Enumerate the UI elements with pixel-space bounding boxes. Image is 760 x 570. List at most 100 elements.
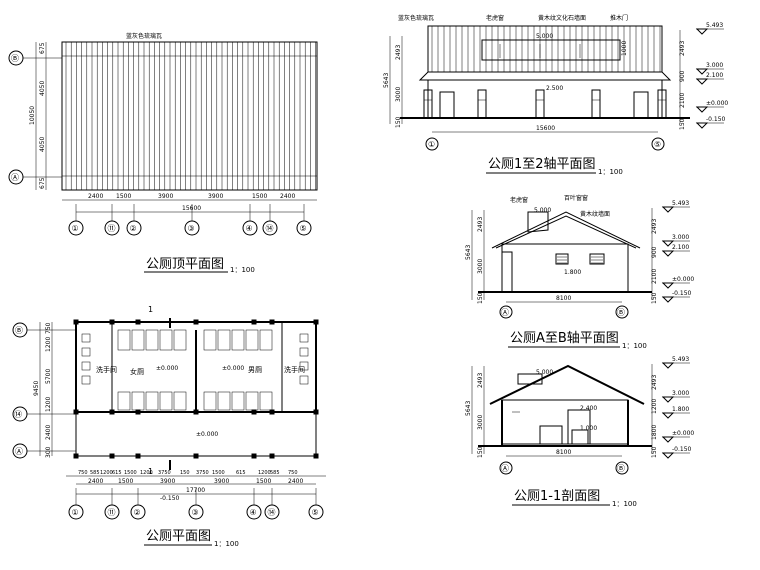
elev15-label-dormer: 老虎窗 <box>486 14 504 22</box>
elevab-dim-l1: 2493 <box>477 217 484 232</box>
roof-dim-left-1: 675 <box>39 42 46 54</box>
fp-dim-b1: 2400 <box>88 478 103 485</box>
sec-level-triangle <box>661 412 675 419</box>
floor-plan: 1 1 洗手间 女厕 男厕 洗手间 ±0.000 ±0.000 ±0.000 -… <box>12 305 326 548</box>
fp-column <box>109 409 115 415</box>
fp-scale: 1：100 <box>214 540 239 548</box>
elev15-column <box>591 89 601 119</box>
fp-stall-bottom <box>173 391 187 411</box>
fp-stall-top <box>245 329 259 351</box>
fp-column <box>193 409 199 415</box>
elev15-axis-1-label: ① <box>428 140 435 149</box>
elevab-level-text: 3.000 <box>672 234 689 241</box>
elev15-level-2500: 2.500 <box>546 85 563 92</box>
fp-sink-left <box>81 375 91 385</box>
elev15-level-text: ±0.000 <box>706 100 728 107</box>
fp-sink-right <box>299 375 309 385</box>
fp-dim-total: 17700 <box>186 487 205 494</box>
elev15-column <box>477 89 487 119</box>
sec-level-triangle <box>661 452 675 459</box>
sec-title: 公厕1-1剖面图 <box>514 489 600 504</box>
elev15-level-triangle <box>695 78 709 85</box>
fp-column <box>135 453 141 459</box>
elev15-dim-l1: 2493 <box>395 45 402 60</box>
fp-dim-l4: 1200 <box>45 397 52 412</box>
sec-dim-r3: 1800 <box>651 425 658 440</box>
fp-axis-label: ⑭ <box>268 508 276 517</box>
fp-dim-l1: 750 <box>45 322 52 334</box>
elevab-level-text: 5.493 <box>672 200 689 207</box>
sec-dim-l3: 5643 <box>465 401 472 416</box>
fp-stall-top <box>131 329 145 351</box>
roof-plan: 蓝灰色琉璃瓦 Ⓑ Ⓐ 675 4050 4050 675 10050 2400 … <box>8 32 318 274</box>
fp-stall-top <box>159 329 173 351</box>
elevab-axis-a <box>499 305 513 319</box>
fp-stall-top <box>117 329 131 351</box>
fp-column <box>313 409 319 415</box>
elevab-level-text: 2.100 <box>672 244 689 251</box>
sec-dormer <box>517 373 543 385</box>
elevab-label-wall: 黄木纹墙面 <box>580 210 610 218</box>
fp-stall-bottom <box>203 391 217 411</box>
elev15-axis-5-label: ⑤ <box>654 140 661 149</box>
fp-axis-label: ④ <box>250 508 257 517</box>
fp-column <box>193 319 199 325</box>
fp-column <box>251 409 257 415</box>
elevab-roof-line <box>491 211 641 249</box>
fp-sink-right <box>299 361 309 371</box>
fp-axis-a-label: Ⓐ <box>15 447 23 456</box>
roof-dim-left-4: 675 <box>39 177 46 189</box>
elev15-door-right <box>633 91 649 119</box>
fp-column <box>313 453 319 459</box>
fp-axis-bubble <box>188 504 204 520</box>
fp-column <box>313 319 319 325</box>
fp-axis-b-label: Ⓑ <box>15 326 23 335</box>
fp-stall-bottom <box>117 391 131 411</box>
fp-sink-left <box>81 361 91 371</box>
fp-column <box>73 453 79 459</box>
elevab-title: 公厕A至B轴平面图 <box>510 331 619 346</box>
section-1-1: 5.000 2.400 1.000 2493 3000 5643 150 249… <box>465 356 694 508</box>
elevab-dim-r3: 2100 <box>651 269 658 284</box>
elev15-level-text: 5.493 <box>706 22 723 29</box>
elevab-dim-l2: 3000 <box>477 259 484 274</box>
elevab-level-5000: 5.000 <box>534 207 551 214</box>
fp-axis-label: ③ <box>192 508 199 517</box>
roof-axis-bubble <box>68 220 84 236</box>
elev15-dim-window: 1000 <box>621 41 628 56</box>
fp-room-male: 男厕 <box>248 366 262 374</box>
sec-axis-a <box>499 461 513 475</box>
roof-dim-total: 15600 <box>182 205 201 212</box>
fp-axis-14-label: ⑭ <box>14 410 22 419</box>
sec-axis-a-label: Ⓐ <box>501 464 509 473</box>
fp-stall-bottom <box>145 391 159 411</box>
sec-dim-l4: 150 <box>477 446 484 458</box>
elev15-label-wall: 黄木纹文化石墙面 <box>538 14 586 22</box>
elev15-wall <box>427 79 663 119</box>
fp-detail-dim-text: 150 <box>180 470 190 476</box>
elev15-axis-1 <box>425 137 439 151</box>
fp-detail-dim-text: 585 <box>270 470 280 476</box>
fp-stall-bottom <box>259 391 273 411</box>
fp-title: 公厕平面图 <box>146 529 211 544</box>
fp-stall-bottom <box>245 391 259 411</box>
elevab-wall <box>501 243 629 293</box>
sec-level-5000: 5.000 <box>536 369 553 376</box>
fp-dim-l3: 5700 <box>45 369 52 384</box>
elevab-scale: 1：100 <box>622 342 647 350</box>
fp-column <box>251 319 257 325</box>
fp-axis-label: ① <box>72 508 79 517</box>
roof-axis-label: ① <box>72 224 79 233</box>
fp-room-wash-left: 洗手间 <box>96 365 117 374</box>
roof-dim-b4: 3900 <box>208 193 223 200</box>
fp-stall-bottom <box>159 391 173 411</box>
elev15-dim-l4: 150 <box>395 116 402 128</box>
fp-room-female: 女厕 <box>130 367 144 376</box>
sec-roof <box>489 364 645 405</box>
roof-axis-label: ③ <box>188 224 195 233</box>
elev15-roof-stripes <box>431 26 661 72</box>
